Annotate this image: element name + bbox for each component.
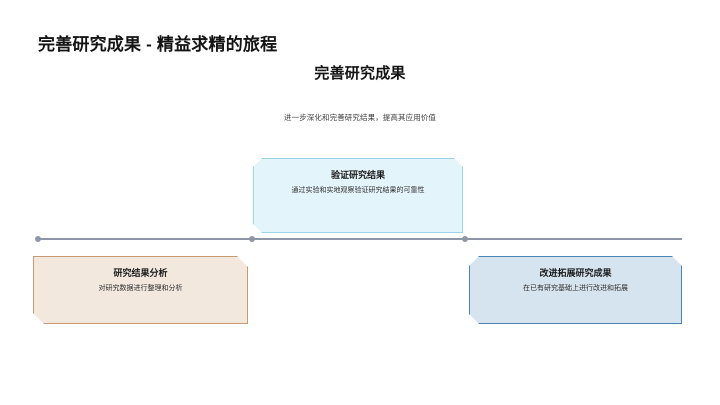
slide-description: 进一步深化和完善研究结果，提高其应用价值 xyxy=(284,113,436,122)
card-improve-expand[interactable]: 改进拓展研究成果 在已有研究基础上进行改进和拓展 xyxy=(469,256,682,324)
timeline-axis xyxy=(38,238,682,240)
card-results-analysis-title: 研究结果分析 xyxy=(113,268,168,278)
slide-subtitle: 完善研究成果 xyxy=(314,65,406,82)
card-results-analysis[interactable]: 研究结果分析 对研究数据进行整理和分析 xyxy=(33,256,248,324)
card-verify-results-body: 通过实验和实地观察验证研究结果的可靠性 xyxy=(291,187,425,195)
timeline-marker-start xyxy=(35,236,41,242)
card-verify-results[interactable]: 验证研究结果 通过实验和实地观察验证研究结果的可靠性 xyxy=(253,158,463,233)
card-verify-results-title: 验证研究结果 xyxy=(330,170,385,180)
card-improve-expand-title: 改进拓展研究成果 xyxy=(539,268,612,278)
card-improve-expand-body: 在已有研究基础上进行改进和拓展 xyxy=(523,285,628,293)
page-title: 完善研究成果 - 精益求精的旅程 xyxy=(38,35,278,54)
card-results-analysis-body: 对研究数据进行整理和分析 xyxy=(98,285,183,293)
timeline-marker-middle xyxy=(249,236,255,242)
timeline-marker-end xyxy=(462,236,468,242)
